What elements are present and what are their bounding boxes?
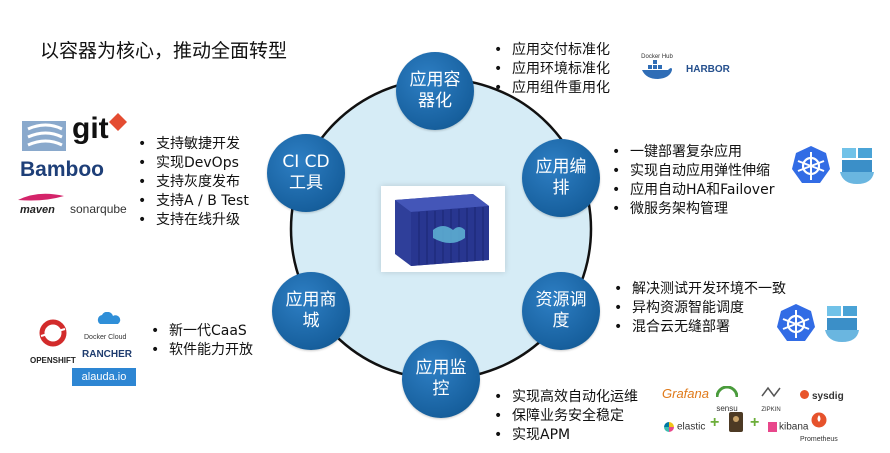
openshift-logo: OPENSHIFT xyxy=(30,356,76,365)
list-item: 支持灰度发布 xyxy=(134,173,249,192)
node-app-monitoring: 应用监控 xyxy=(402,340,480,418)
sensu-logo: sensu xyxy=(716,386,738,416)
list-item: 实现高效自动化运维 xyxy=(490,388,638,407)
list-item: 应用交付标准化 xyxy=(490,41,610,60)
node-label: 应用容器化 xyxy=(409,70,461,111)
elastic-logo: elastic xyxy=(664,418,705,436)
bullets-scheduling: 解决测试开发环境不一致 异构资源智能调度 混合云无缝部署 xyxy=(610,280,786,337)
git-logo: git xyxy=(72,112,109,146)
bullets-container: 应用交付标准化 应用环境标准化 应用组件重用化 xyxy=(490,41,610,98)
bullets-orchestration: 一键部署复杂应用 实现自动应用弹性伸缩 应用自动HA和Failover 微服务架… xyxy=(608,143,774,219)
node-label: 资源调度 xyxy=(535,290,587,331)
bullets-cicd: 支持敏捷开发 实现DevOps 支持灰度发布 支持A / B Test 支持在线… xyxy=(134,135,249,230)
kibana-logo: kibana xyxy=(768,418,808,436)
logstash-icon xyxy=(729,412,743,432)
maven-logo: maven xyxy=(20,204,55,216)
docker-cloud-logo: Docker Cloud xyxy=(84,312,126,344)
list-item: 支持敏捷开发 xyxy=(134,135,249,154)
sensu-icon xyxy=(716,386,738,398)
list-item: 实现自动应用弹性伸缩 xyxy=(608,162,774,181)
sysdig-logo: sysdig xyxy=(800,386,844,404)
bullets-store: 新一代CaaS 软件能力开放 xyxy=(147,322,253,360)
sonarqube-logo: sonarqube xyxy=(70,202,127,216)
list-item: 混合云无缝部署 xyxy=(610,318,786,337)
prometheus-icon xyxy=(811,412,827,428)
list-item: 微服务架构管理 xyxy=(608,200,774,219)
list-item: 实现DevOps xyxy=(134,154,249,173)
grafana-logo: Grafana xyxy=(662,386,709,401)
whale-icon xyxy=(642,60,672,79)
rancher-logo: RANCHER xyxy=(82,349,132,360)
kubernetes-swarm-logos xyxy=(792,146,874,184)
cloud-icon xyxy=(97,312,121,324)
harbor-logo: HARBOR xyxy=(686,64,730,75)
list-item: 应用自动HA和Failover xyxy=(608,181,774,200)
subversion-icon xyxy=(22,121,66,151)
docker-swarm-icon xyxy=(825,306,859,342)
kubernetes-swarm-logos-2 xyxy=(777,304,859,342)
container-image xyxy=(381,186,505,272)
node-app-container: 应用容器化 xyxy=(396,52,474,130)
plus-icon-2: + xyxy=(750,414,760,431)
list-item: 软件能力开放 xyxy=(147,341,253,360)
node-label: 应用编排 xyxy=(535,157,587,198)
git-text: git xyxy=(72,112,109,145)
list-item: 实现APM xyxy=(490,426,638,445)
node-label: 应用商城 xyxy=(285,290,337,331)
kibana-icon xyxy=(768,421,777,432)
alauda-logo: alauda.io xyxy=(72,368,136,386)
list-item: 解决测试开发环境不一致 xyxy=(610,280,786,299)
shipping-container-icon xyxy=(395,194,489,266)
elastic-icon xyxy=(664,421,674,432)
kubernetes-icon xyxy=(792,146,830,183)
openshift-icon xyxy=(39,319,67,347)
node-label: 应用监控 xyxy=(415,358,467,399)
list-item: 应用环境标准化 xyxy=(490,60,610,79)
maven-feather-icon xyxy=(18,193,64,201)
list-item: 保障业务安全稳定 xyxy=(490,407,638,426)
bamboo-text: Bamboo xyxy=(20,158,104,181)
plus-icon: + xyxy=(710,414,720,431)
sysdig-dot-icon xyxy=(800,390,809,399)
list-item: 应用组件重用化 xyxy=(490,79,610,98)
list-item: 支持A / B Test xyxy=(134,192,249,211)
zipkin-logo: ZIPKIN xyxy=(760,386,782,416)
page-title: 以容器为核心，推动全面转型 xyxy=(40,40,288,62)
node-app-orchestration: 应用编排 xyxy=(522,139,600,217)
node-label: CI CD工具 xyxy=(282,152,330,193)
kubernetes-icon xyxy=(777,304,815,341)
zipkin-icon xyxy=(761,386,781,398)
prometheus-logo: Prometheus xyxy=(800,412,838,446)
bamboo-logo: Bamboo xyxy=(20,158,104,182)
node-app-store: 应用商城 xyxy=(272,272,350,350)
list-item: 支持在线升级 xyxy=(134,211,249,230)
docker-hub-logo: Docker Hub xyxy=(640,54,674,85)
git-diamond-icon xyxy=(109,113,127,131)
bullets-monitoring: 实现高效自动化运维 保障业务安全稳定 实现APM xyxy=(490,388,638,445)
node-cicd-tools: CI CD工具 xyxy=(267,134,345,212)
list-item: 新一代CaaS xyxy=(147,322,253,341)
node-resource-scheduling: 资源调度 xyxy=(522,272,600,350)
list-item: 一键部署复杂应用 xyxy=(608,143,774,162)
list-item: 异构资源智能调度 xyxy=(610,299,786,318)
docker-swarm-icon xyxy=(840,148,874,184)
